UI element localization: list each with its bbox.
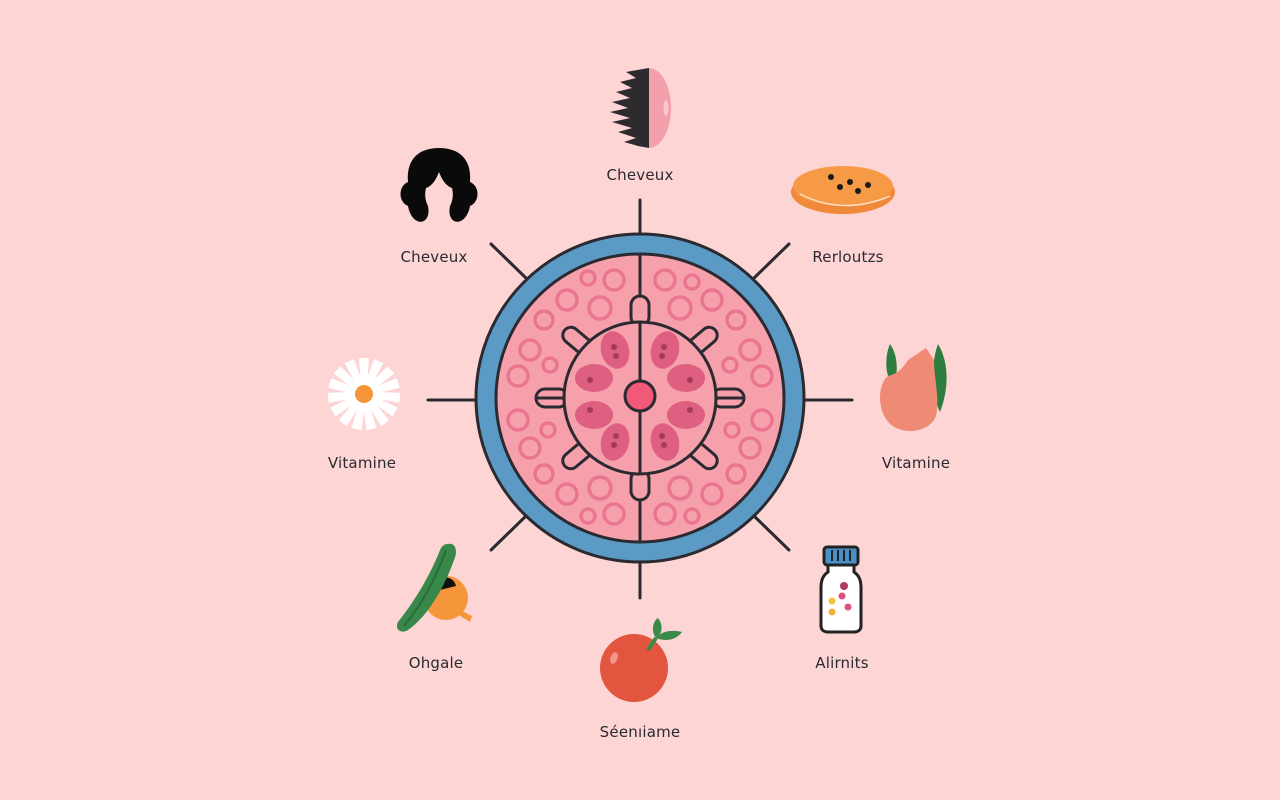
cell-circles — [506, 268, 774, 526]
node-label-top: Cheveux — [606, 166, 674, 184]
node-label-right: Vitamine — [881, 454, 951, 472]
orange-disc-icon — [791, 166, 895, 214]
peach-leaves-icon — [880, 344, 947, 431]
white-flower-icon — [327, 358, 401, 431]
node-label-bottom: Séenıiame — [599, 723, 681, 741]
red-fruit-icon — [600, 618, 682, 702]
node-label-bottom-left: Ohgale — [408, 654, 464, 672]
cucumber-orange-icon — [396, 543, 472, 632]
comb-hair-icon — [610, 68, 671, 148]
node-label-bottom-right: Alirnits — [815, 654, 869, 672]
nucleus — [623, 379, 657, 413]
node-label-top-left: Cheveux — [400, 248, 468, 266]
node-label-top-right: Rerloutzs — [812, 248, 884, 266]
node-label-left: Vitamine — [327, 454, 397, 472]
supplement-bottle-icon — [819, 545, 863, 634]
spoke-lines — [426, 198, 854, 600]
woman-hair-icon — [400, 148, 478, 222]
lobes — [575, 331, 705, 461]
